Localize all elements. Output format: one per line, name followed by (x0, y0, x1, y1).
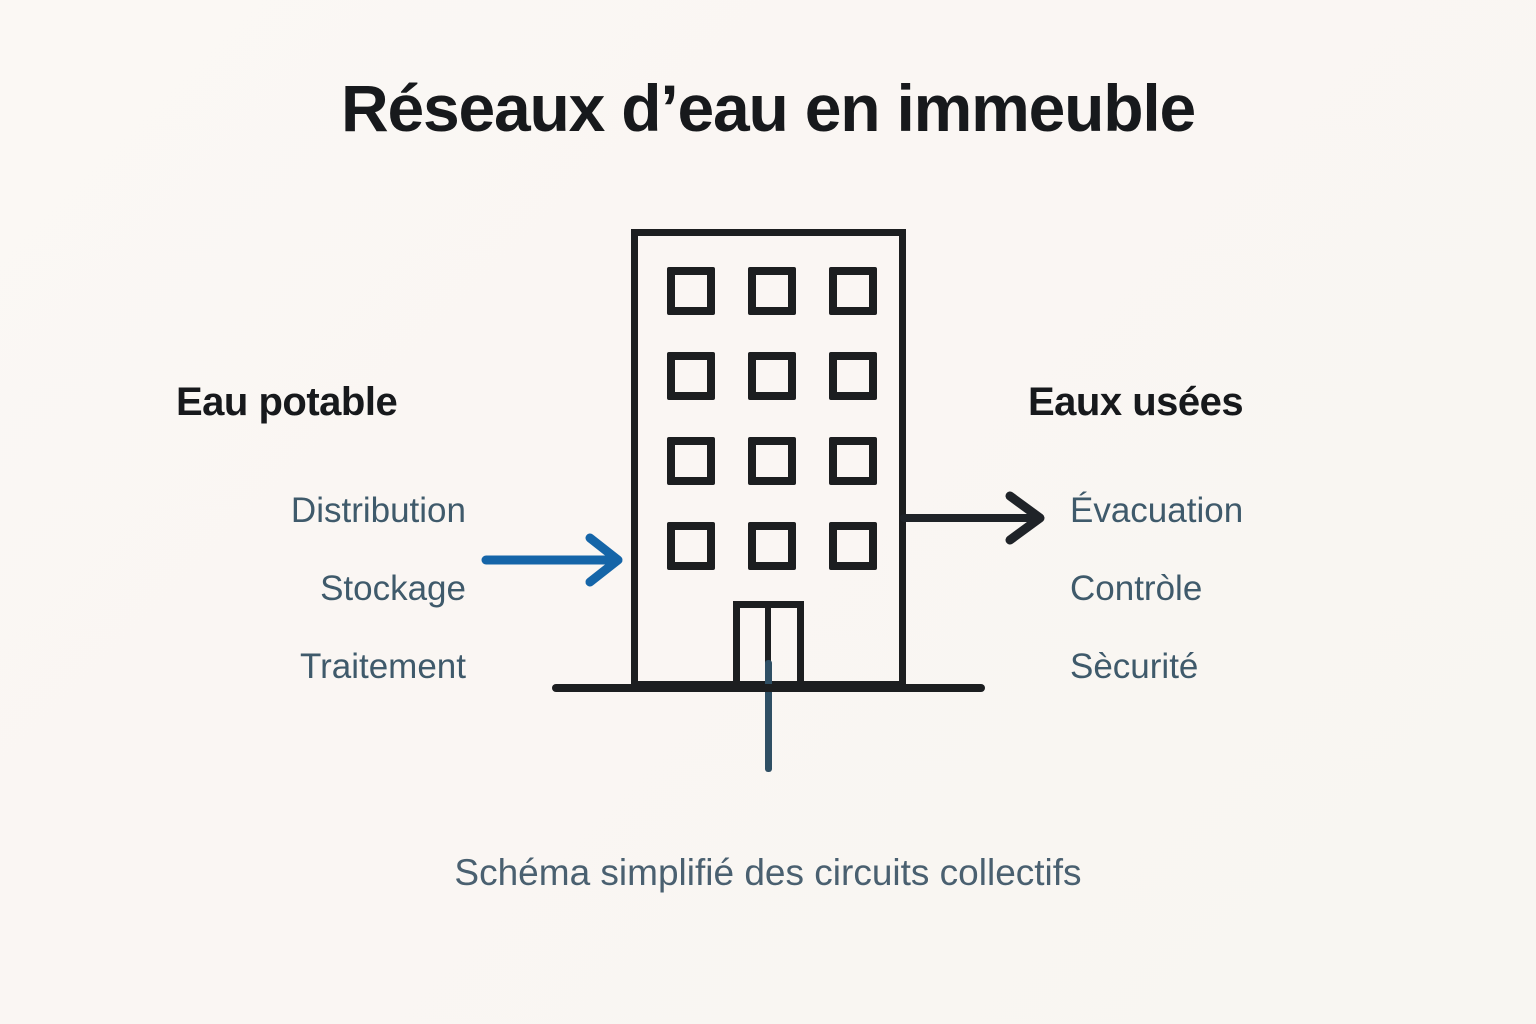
underground-pipe (765, 660, 772, 772)
building-window (667, 522, 715, 570)
list-item: Distribution (290, 491, 466, 530)
ground-line (552, 684, 985, 692)
wastewater-outflow-arrow (900, 491, 1045, 545)
page-title: Réseaux d’eau en immeuble (340, 71, 1196, 145)
building-window (667, 352, 715, 400)
list-item: Stockage (320, 569, 466, 608)
building-window (748, 352, 796, 400)
building-window (667, 437, 715, 485)
list-item: Évacuation (1070, 491, 1244, 530)
list-item: Sècurité (1070, 647, 1199, 686)
list-item: Contròle (1070, 569, 1203, 608)
left-column-list: Distribution Stockage Traitement (0, 472, 466, 706)
right-column-heading: Eaux usées (1028, 380, 1244, 424)
left-column-heading: Eau potable (176, 380, 398, 424)
diagram-caption: Schéma simplifié des circuits collectifs (454, 852, 1082, 893)
door-divider (765, 604, 771, 690)
building-window (829, 522, 877, 570)
list-item: Traitement (300, 647, 466, 686)
building-window (748, 437, 796, 485)
building-icon (631, 229, 906, 688)
building-window (829, 267, 877, 315)
building-window (829, 352, 877, 400)
building-window (829, 437, 877, 485)
right-column-list: Évacuation Contròle Sècurité (1070, 472, 1243, 706)
building-window (667, 267, 715, 315)
potable-water-inflow-arrow (481, 533, 623, 587)
building-window (748, 267, 796, 315)
building-window (748, 522, 796, 570)
